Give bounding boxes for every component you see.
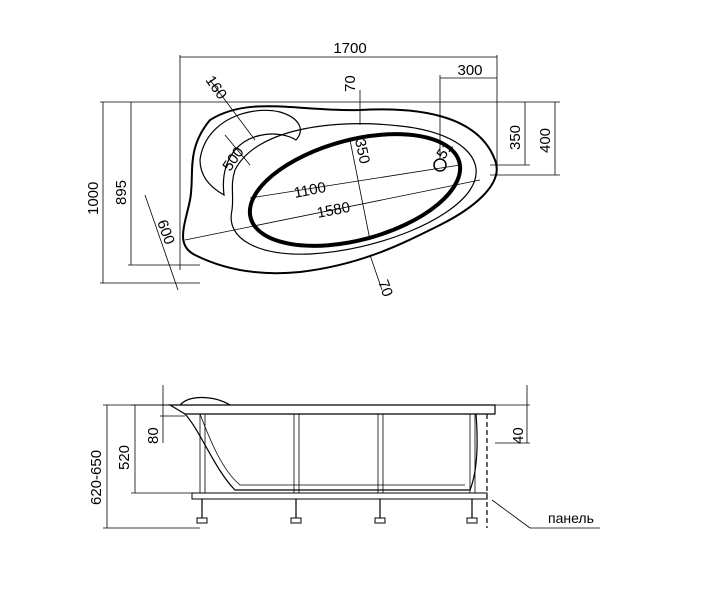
tub-body-side	[184, 413, 478, 491]
side-view: 620-650 520 80 40 панель	[88, 385, 600, 529]
dim-350-right: 350	[507, 125, 524, 150]
frame-rail	[191, 492, 488, 500]
dim-70-bottom: 70	[374, 278, 396, 299]
dim-1700: 1700	[333, 40, 366, 57]
dim-line-350-bowl	[349, 139, 371, 241]
dim-500: 500	[219, 144, 247, 174]
basin-bowl	[247, 132, 463, 248]
tub-inner-side	[199, 413, 465, 486]
dim-620-650: 620-650	[88, 450, 105, 505]
tub-inner-rim	[230, 123, 477, 255]
dim-160: 160	[202, 73, 230, 103]
dim-line-1100	[249, 164, 461, 199]
dim-350-bowl: 350	[351, 137, 373, 165]
dim-line-70-bottom	[369, 254, 383, 291]
tub-rim-side	[167, 404, 496, 415]
headrest-side	[179, 396, 231, 406]
dim-70-top: 70	[342, 75, 359, 92]
dim-40: 40	[510, 427, 527, 444]
dim-520: 520	[116, 445, 133, 470]
dim-80: 80	[145, 427, 162, 444]
dim-300: 300	[457, 62, 482, 79]
dim-1000: 1000	[85, 182, 102, 215]
dim-400: 400	[537, 128, 554, 153]
panel-leader	[491, 499, 531, 529]
frame-legs	[196, 499, 478, 524]
dim-600: 600	[153, 218, 178, 247]
dim-1100: 1100	[293, 179, 328, 202]
tub-outer-rim	[182, 105, 498, 275]
dim-line-500	[224, 134, 251, 166]
dim-line-1580	[184, 179, 481, 241]
dim-1580: 1580	[316, 199, 352, 222]
dim-51: 51	[433, 139, 456, 162]
top-view: 1700 300 70 160 1000 895 350 400 500 350…	[85, 40, 560, 299]
dim-line-600	[144, 194, 179, 291]
panel-label: панель	[548, 510, 594, 526]
dim-895: 895	[113, 180, 130, 205]
headrest	[199, 109, 301, 197]
